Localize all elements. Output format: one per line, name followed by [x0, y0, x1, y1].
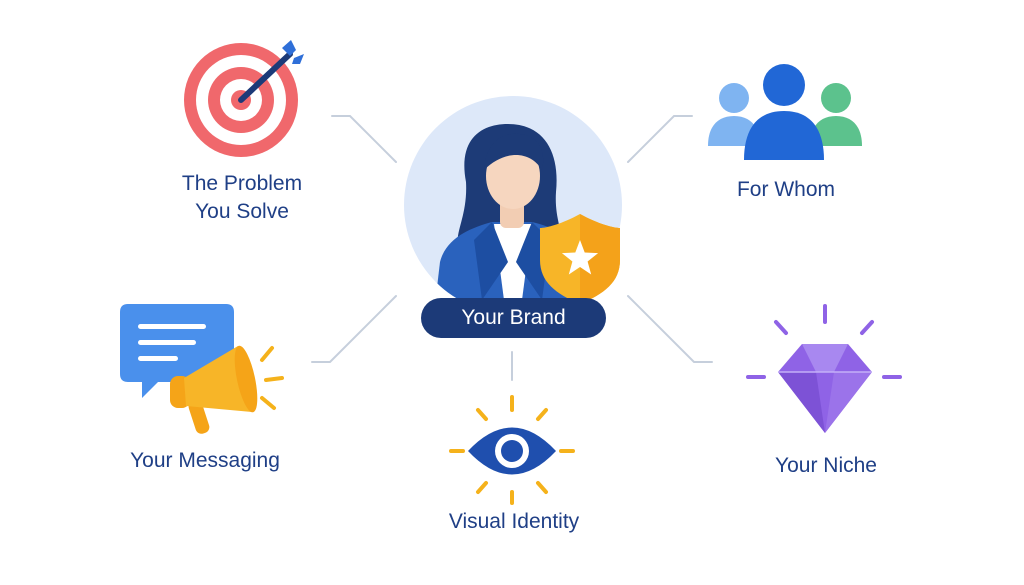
diamond-icon — [746, 304, 902, 433]
eye-ray — [476, 408, 488, 421]
eye-pupil — [501, 440, 523, 462]
megaphone-mouth — [234, 345, 258, 413]
sound-ray — [260, 346, 274, 362]
people-group-icon — [708, 64, 862, 160]
avatar-shirt — [494, 224, 532, 300]
label-messaging: Your Messaging — [130, 449, 280, 472]
person-left-head — [719, 83, 749, 113]
avatar-face — [486, 143, 540, 209]
connector-whom — [627, 115, 693, 163]
label-problem-line-2: You Solve — [195, 200, 289, 223]
label-niche: Your Niche — [775, 454, 877, 477]
label-visual-identity: Visual Identity — [448, 510, 580, 533]
eye-icon — [449, 395, 575, 505]
diamond-body — [778, 344, 872, 433]
diamond-facet-right — [825, 372, 872, 433]
sparkle — [774, 320, 788, 335]
chat-line-1 — [138, 324, 206, 329]
arrow-fletching-top — [282, 40, 296, 56]
eye-ray — [536, 481, 548, 494]
connector-problem — [331, 115, 397, 163]
diamond-sparkles — [746, 304, 902, 379]
megaphone-handle — [188, 400, 210, 434]
eye-ray — [536, 408, 548, 421]
shield-star-icon — [540, 214, 620, 304]
person-right-head — [821, 83, 851, 113]
target-icon — [184, 40, 304, 157]
shield-shade — [580, 214, 620, 304]
sound-rays — [260, 346, 284, 410]
chat-line-3 — [138, 356, 178, 361]
person-center-body — [744, 111, 824, 160]
arrow-shaft — [238, 51, 293, 103]
star-shape — [561, 240, 599, 275]
sparkle — [860, 320, 874, 335]
avatar-lapel-left — [474, 222, 508, 300]
sound-ray — [264, 376, 284, 382]
sound-ray — [260, 396, 276, 410]
brand-pill: Your Brand — [421, 298, 606, 338]
diamond-facet-left — [778, 372, 825, 433]
arrow-fletching-right — [292, 54, 304, 64]
eye-rays — [449, 395, 575, 505]
megaphone-chat-icon — [120, 304, 284, 434]
label-problem-line-1: The Problem — [181, 172, 303, 195]
connector-messaging — [311, 295, 397, 363]
label-for-whom: For Whom — [736, 178, 835, 201]
connector-niche — [627, 295, 713, 363]
eye-ray — [476, 481, 488, 494]
avatar-fringe — [484, 133, 544, 170]
chat-line-2 — [138, 340, 196, 345]
person-center-head — [763, 64, 805, 106]
person-right-body — [810, 116, 862, 146]
diamond-facet-top — [802, 344, 848, 372]
connectors — [311, 115, 713, 381]
